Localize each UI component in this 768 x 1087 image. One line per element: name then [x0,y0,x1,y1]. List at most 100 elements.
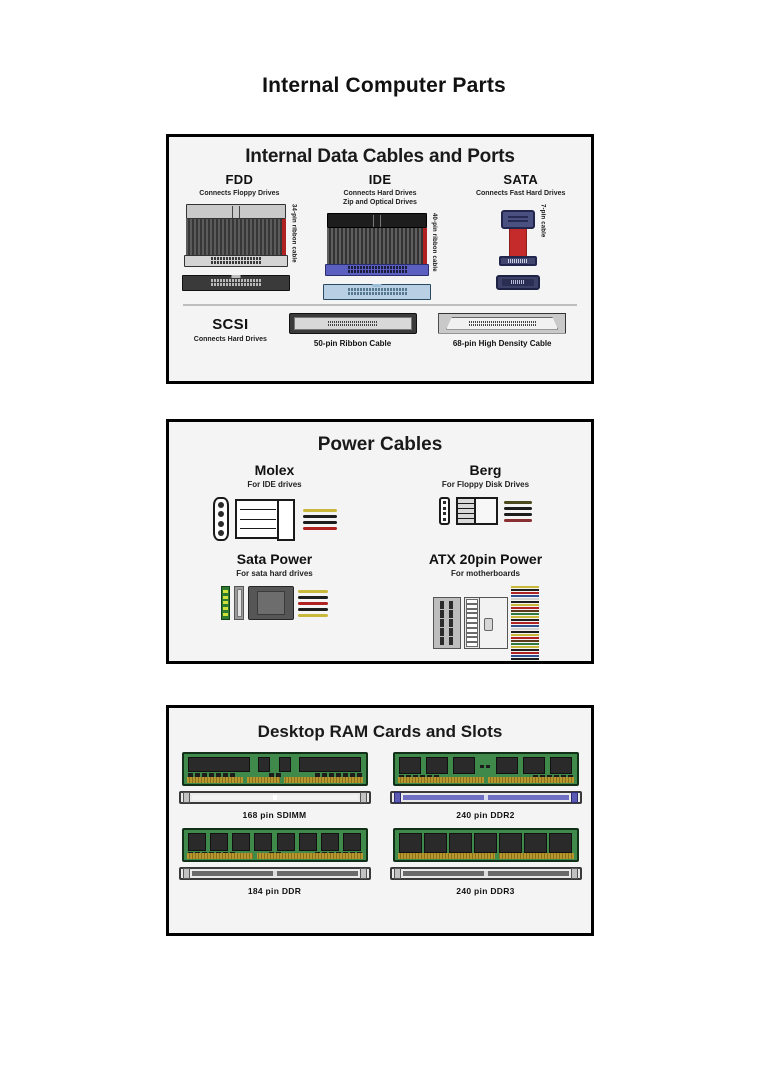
ram-slot-clip [359,868,367,879]
scsi-68pin-item: 68-pin High Density Cable [438,312,567,348]
fdd-port-pin-row [211,279,262,283]
ram-slot-clip [182,792,190,803]
ide-port-pin-rows [347,288,407,295]
scsi-50pin-pins [328,320,378,326]
power-grid: Molex For IDE drives Berg For Floppy Dis… [169,462,591,660]
fdd-top-connector [186,203,287,219]
sata-port-inner [501,278,534,286]
atx-diagram [380,586,591,660]
berg-diagram [380,497,591,525]
atx-wires [510,586,539,660]
ram-slot-clip [182,868,190,879]
fdd-motherboard-port [182,274,291,291]
ram-chip [473,833,497,853]
ram-chip [298,833,317,851]
fdd-pin-row [211,261,262,265]
ram-chip [550,757,573,774]
sata-power-diagram [169,586,380,620]
ram-slot-rail [191,871,358,876]
atx-plug-pin-column [465,598,479,648]
ram-chip [495,757,518,774]
ram-item-ddr: 184 pin DDR [169,828,380,896]
atx-plug [463,597,508,649]
ram-caption-ddr2: 240 pin DDR2 [456,810,515,820]
sata-cable-body [508,228,527,256]
sata-cable-label: 7-pin cable [539,203,546,238]
fdd-subtitle: Connects Floppy Drives [199,190,280,197]
ram-item-ddr3: 240 pin DDR3 [380,828,591,896]
ram-item-ddr2: 240 pin DDR2 [380,752,591,820]
berg-plug-face [474,499,496,523]
ram-pads-sdimm [187,772,362,784]
berg-heading: Berg [469,462,502,478]
fdd-pin-row [211,257,262,261]
molex-subtitle: For IDE drives [247,480,302,489]
sata-power-subtitle: For sata hard drives [236,569,313,578]
sata-heading: SATA [503,172,539,187]
ram-chip [343,833,362,851]
atx-heading: ATX 20pin Power [428,551,543,567]
ram-chip [299,757,362,772]
ram-chip [549,833,573,853]
ram-pad-group [480,764,491,768]
ide-pin-rows [347,266,407,273]
ram-chip [425,757,448,774]
ide-pin-row [347,266,407,269]
scsi-heading: SCSI [212,315,249,333]
ram-chip [398,757,421,774]
berg-plug-ribs [458,499,474,523]
fdd-red-stripe [282,218,287,255]
ram-slot-ddr2 [389,791,582,804]
ram-chips-ddr [187,833,362,851]
ide-port-pin-row [347,292,407,295]
ram-contacts-ddr2 [397,777,574,783]
ram-chip [254,833,273,851]
ide-cable-label: 40-pin ribbon cable [431,212,437,272]
fdd-bottom-connector [184,254,289,267]
molex-plug [234,499,295,541]
ram-module-ddr2 [392,752,579,786]
fdd-port-pin-row [211,283,262,287]
ide-subtitle-line1: Connects Hard Drives [343,190,417,197]
ram-chip [187,833,206,851]
molex-wires [302,508,337,530]
sata-diagram: 7-pin cable [450,204,591,290]
berg-plug [456,497,498,525]
molex-socket [212,497,229,541]
ram-contacts-ddr3 [397,853,574,859]
sata-power-wires [298,589,328,617]
ram-pad-group [187,773,235,777]
fdd-ribbon-assembly [182,203,291,291]
ram-chip [453,757,476,774]
atx-motherboard-socket [432,597,461,649]
fdd-diagram: 34-pin ribbon cable [169,203,310,291]
atx-subtitle: For motherboards [451,569,520,578]
ram-caption-ddr: 184 pin DDR [247,886,302,896]
cable-columns: FDD Connects Floppy Drives [169,172,591,300]
ide-port-pin-row [347,288,407,291]
scsi-labels: SCSI Connects Hard Drives [194,316,267,345]
ram-chip [524,833,548,853]
berg-socket [439,497,450,525]
panel-power-cables: Power Cables Molex For IDE drives [166,419,594,664]
fdd-top-notch [232,205,241,218]
ram-item-sdimm: 168 pin SDIMM [169,752,380,820]
sata-cable-assembly [495,209,540,290]
ide-bottom-connector [325,263,429,276]
molex-plug-shell [276,499,295,541]
ram-chip [523,757,546,774]
ram-chip [258,757,271,772]
scsi-50pin-item: 50-pin Ribbon Cable [288,312,417,348]
ram-caption-ddr3: 240 pin DDR3 [456,886,515,896]
ram-chips-sdimm [187,757,362,772]
ram-contacts-ddr [186,853,363,859]
ram-contacts-sdimm [186,777,363,783]
ide-ribbon-assembly [323,212,431,300]
sata-board-connector [498,255,537,266]
ide-pin-row [347,270,407,273]
panel-title-power: Power Cables [317,434,443,455]
ram-pad-group [314,773,362,777]
ram-chip [448,833,472,853]
scsi-68pin-pins [469,321,536,326]
sata-drive-connector [500,209,535,229]
